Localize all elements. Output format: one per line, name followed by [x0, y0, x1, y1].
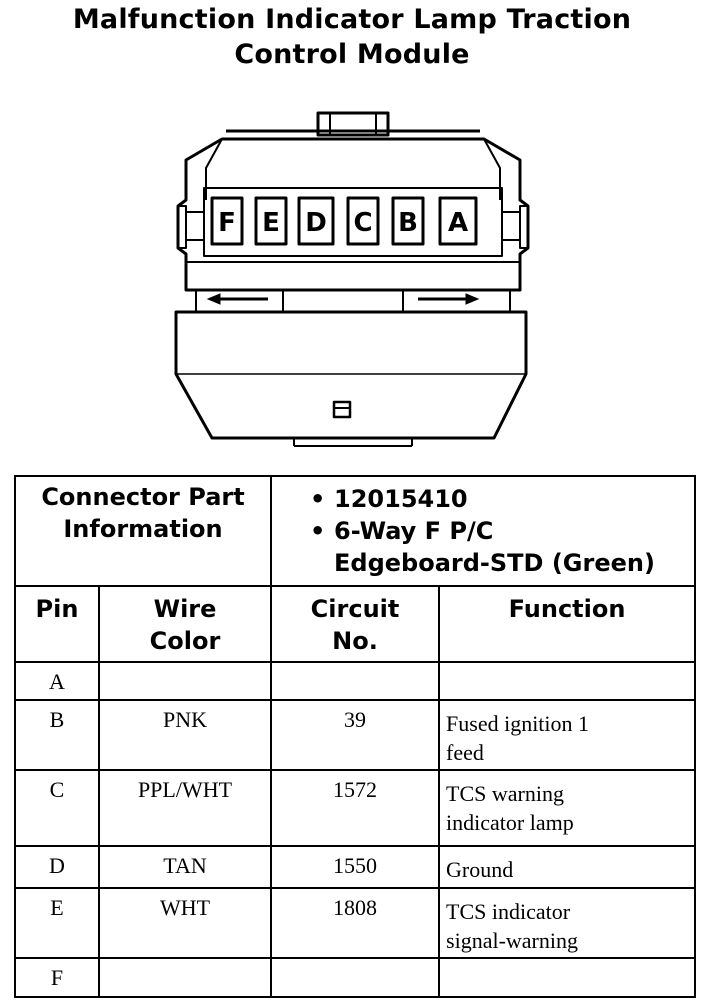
column-header-pin: Pin: [14, 585, 100, 663]
wire-color-cell: PPL/WHT: [97, 769, 273, 847]
cavity-c: [346, 196, 380, 246]
circuit-cell: 1550: [270, 845, 441, 889]
circuit-cell: 1808: [270, 887, 441, 959]
cavity-label-b: B: [398, 208, 418, 238]
cavity-b: [391, 196, 425, 246]
pin-cell: F: [14, 957, 100, 998]
cavity-e: [254, 196, 288, 246]
table-row: D TAN 1550 Ground: [14, 845, 697, 889]
wire-color-cell: [97, 661, 273, 701]
column-header-wire-color: Wire Color: [97, 585, 273, 663]
page-title: Malfunction Indicator Lamp Traction Cont…: [0, 2, 704, 72]
connector-description-line-2: Edgeboard-STD (Green): [334, 549, 655, 577]
pin-cell: E: [14, 887, 100, 959]
circuit-cell: [270, 957, 441, 998]
connector-top-latch: [316, 111, 390, 137]
cavity-d: [297, 196, 335, 246]
function-cell: TCS warning indicator lamp: [438, 769, 697, 847]
cavity-label-c: C: [353, 208, 372, 238]
connector-housing-lower: [174, 310, 528, 440]
cavity-label-d: D: [305, 208, 327, 238]
connector-part-info-label: Connector Part Information: [13, 475, 273, 587]
pin-cell: C: [14, 769, 100, 847]
connector-housing-upper: [176, 137, 530, 292]
column-header-function: Function: [438, 585, 697, 663]
cavity-f: [210, 196, 244, 246]
cavity-label-f: F: [218, 208, 236, 238]
function-cell: [438, 957, 697, 998]
connector-part-info-value: •12015410 •6-Way F P/C Edgeboard-STD (Gr…: [270, 475, 697, 587]
wire-color-cell: [97, 957, 273, 998]
pin-cell: A: [14, 661, 100, 701]
table-row: A: [14, 661, 697, 701]
cavity-a: [438, 196, 478, 246]
page-title-line-2: Control Module: [234, 39, 470, 70]
wire-color-cell: TAN: [97, 845, 273, 889]
circuit-cell: 1572: [270, 769, 441, 847]
function-cell: Fused ignition 1 feed: [438, 699, 697, 771]
function-cell: TCS indicator signal-warning: [438, 887, 697, 959]
pin-cell: D: [14, 845, 100, 889]
cavity-label-e: E: [262, 208, 280, 238]
key-slot-icon: [332, 400, 352, 419]
circuit-cell: [270, 661, 441, 701]
part-number: 12015410: [334, 485, 468, 513]
table-row: C PPL/WHT 1572 TCS warning indicator lam…: [14, 769, 697, 847]
page-title-line-1: Malfunction Indicator Lamp Traction: [72, 4, 632, 35]
column-header-row: Pin Wire Color Circuit No. Function: [14, 585, 697, 663]
circuit-cell: 39: [270, 699, 441, 771]
connector-face-diagram: F E D C B A: [174, 111, 530, 447]
wire-color-cell: PNK: [97, 699, 273, 771]
table-row: B PNK 39 Fused ignition 1 feed: [14, 699, 697, 771]
connector-description-line-1: 6-Way F P/C: [334, 517, 494, 545]
cavity-label-a: A: [448, 208, 468, 238]
pin-cell: B: [14, 699, 100, 771]
column-header-circuit-no: Circuit No.: [270, 585, 441, 663]
wire-color-cell: WHT: [97, 887, 273, 959]
table-row: E WHT 1808 TCS indicator signal-warning: [14, 887, 697, 959]
table-row: F: [14, 957, 697, 998]
function-cell: Ground: [438, 845, 697, 889]
connector-pinout-table: Connector Part Information •12015410 •6-…: [13, 475, 697, 998]
function-cell: [438, 661, 697, 701]
connector-part-info-row: Connector Part Information •12015410 •6-…: [13, 475, 697, 587]
